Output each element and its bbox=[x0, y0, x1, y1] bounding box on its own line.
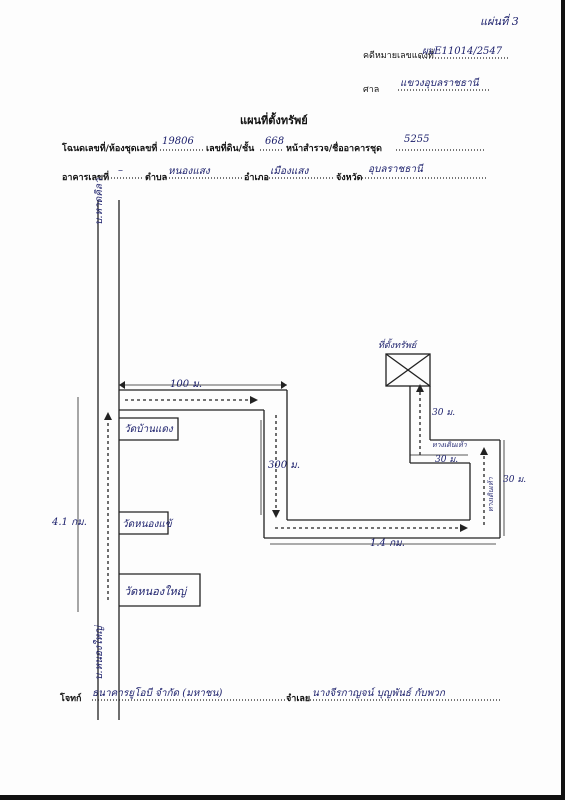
survey-value: 5255 bbox=[404, 134, 430, 145]
page-title: แผนที่ตั้งทรัพย์ bbox=[240, 114, 308, 127]
road-bottom-label: บ.หนองใหญ่ bbox=[94, 626, 105, 680]
distance-bottom: 1.4 กม. bbox=[370, 538, 405, 549]
district-label: อำเภอ bbox=[244, 173, 269, 183]
land-label: เลขที่ดิน/ชั้น bbox=[206, 144, 255, 154]
distance-vertical: 300 ม. bbox=[268, 460, 301, 471]
court-value: แขวงอุบลราชธานี bbox=[400, 78, 479, 89]
defendant-value: นางจีรกาญจน์ บุญพันธ์ กับพวก bbox=[312, 688, 445, 699]
lane-side-label: ทางเดินเท้า bbox=[487, 477, 495, 512]
subdistrict-label: ตำบล bbox=[145, 173, 168, 183]
distance-top: 100 ม. bbox=[170, 379, 203, 390]
district-value: เมืองแสง bbox=[270, 166, 309, 177]
province-value: อุบลราชธานี bbox=[368, 164, 423, 175]
distance-30-right: 30 ม. bbox=[503, 475, 527, 485]
lane-label: ทางเดินเท้า bbox=[432, 441, 467, 449]
province-label: จังหวัด bbox=[336, 173, 363, 183]
property-label: ที่ตั้งทรัพย์ bbox=[378, 341, 417, 351]
page-number: แผ่นที่ 3 bbox=[480, 15, 519, 28]
building-value: – bbox=[118, 165, 123, 176]
road-top-label: บ.หาดคิลา bbox=[94, 178, 105, 225]
subdistrict-value: หนองแสง bbox=[168, 166, 210, 177]
distance-30-top: 30 ม. bbox=[432, 408, 456, 418]
scan-edge-bottom bbox=[0, 795, 565, 800]
deed-value: 19806 bbox=[162, 136, 194, 147]
temple-2-label: วัดหนองแข้ bbox=[122, 519, 172, 530]
temple-3-label: วัดหนองใหญ่ bbox=[124, 585, 187, 598]
temple-1-label: วัดบ้านแดง bbox=[124, 424, 173, 435]
deed-label: โฉนดเลขที่/ห้องชุดเลขที่ bbox=[62, 144, 158, 154]
distance-left: 4.1 กม. bbox=[52, 517, 87, 528]
plaintiff-label: โจทก์ bbox=[60, 694, 82, 704]
survey-label: หน้าสำรวจ/ชื่ออาคารชุด bbox=[286, 144, 382, 154]
case-number-label: คดีหมายเลขแดงที่ bbox=[363, 51, 434, 61]
distance-30-mid: 30 ม. bbox=[435, 455, 459, 465]
land-value: 668 bbox=[265, 136, 285, 147]
defendant-label: จำเลย bbox=[286, 694, 311, 704]
plaintiff-value: ธนาคารยูโอบี จำกัด (มหาชน) bbox=[92, 688, 223, 699]
scan-edge-right bbox=[561, 0, 565, 800]
court-label: ศาล bbox=[363, 85, 380, 95]
case-number-value: ผบE11014/2547 bbox=[422, 46, 503, 57]
building-label: อาคารเลขที่ bbox=[62, 173, 110, 183]
